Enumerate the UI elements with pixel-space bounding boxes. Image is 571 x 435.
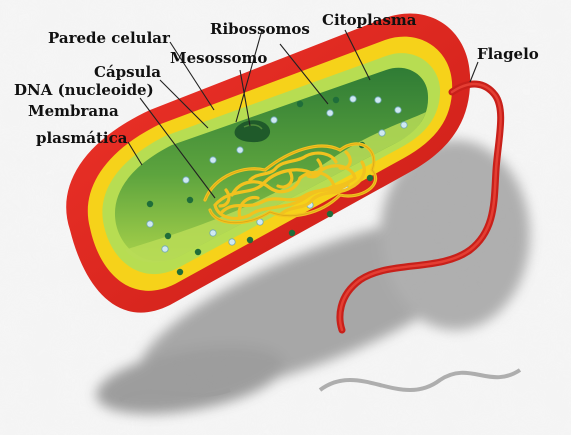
label-dna-nucleoide: DNA (nucleoide) (14, 83, 154, 98)
label-ribossomos: Ribossomos (210, 22, 310, 37)
label-membrana: Membrana (28, 104, 119, 119)
label-mesossomo: Mesossomo (170, 51, 267, 66)
label-flagelo: Flagelo (477, 47, 539, 62)
label-parede-celular: Parede celular (48, 31, 170, 46)
label-capsula: Cápsula (94, 65, 161, 80)
label-citoplasma: Citoplasma (322, 13, 417, 28)
label-plasmatica: plasmática (36, 131, 127, 146)
